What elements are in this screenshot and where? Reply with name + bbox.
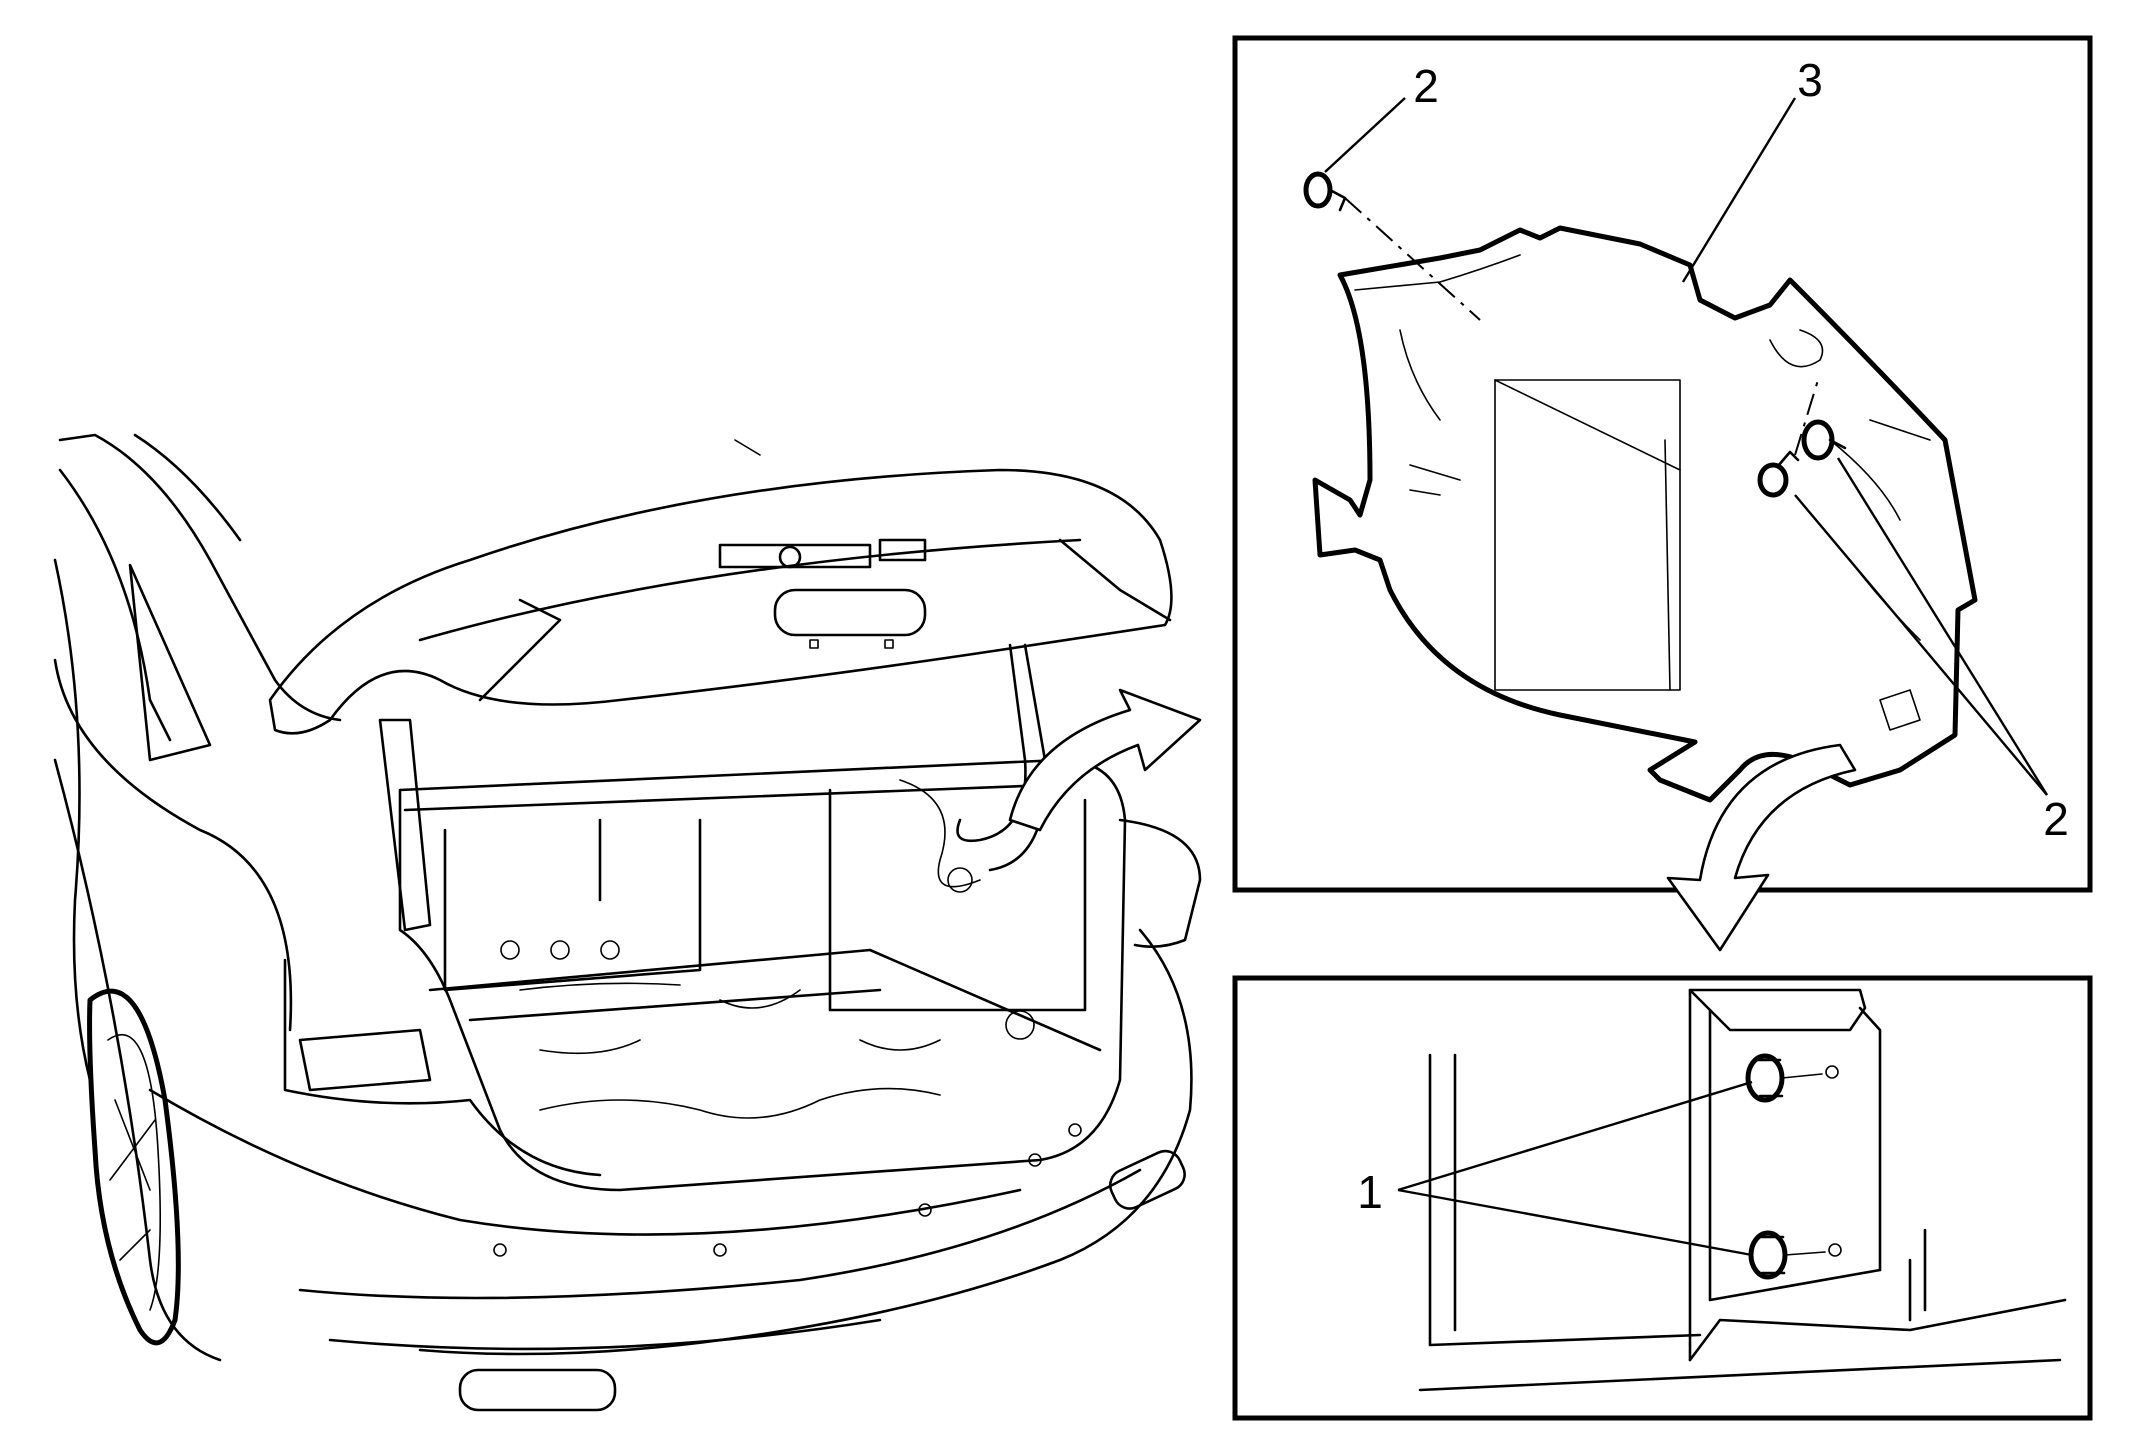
vehicle-rear-view <box>53 433 1202 1412</box>
leader-line-2-a <box>1794 494 2048 796</box>
push-pin-fastener-middle <box>1757 450 1800 498</box>
rear-wheel <box>87 988 181 1346</box>
trunk-compartment <box>398 758 1127 1192</box>
detail-panel-trim: 2 3 2 <box>1232 35 2093 952</box>
leader-line-2-b <box>1836 457 2049 796</box>
retainer-upper <box>1745 1053 1839 1103</box>
alignment-line-right <box>1794 379 1819 456</box>
detail-frame-top <box>1232 35 2093 893</box>
retainer-lower <box>1748 1230 1842 1280</box>
callout-3: 3 <box>1797 54 1823 106</box>
detail-frame-bottom <box>1232 975 2093 1421</box>
inner-quarter-panel <box>1418 988 2067 1392</box>
leader-line-1-lower <box>1397 1188 1753 1257</box>
push-pin-fastener-upper <box>1303 171 1347 212</box>
direction-arrow <box>1008 688 1202 832</box>
detail-panel-retainers: 1 <box>1232 975 2093 1421</box>
callout-2-upper: 2 <box>1413 60 1439 112</box>
leader-line-2-upper <box>1324 97 1406 173</box>
rear-fascia <box>148 818 1202 1412</box>
trunk-side-trim-panel <box>1312 225 1978 803</box>
leader-line-3 <box>1681 97 1797 283</box>
callout-1: 1 <box>1357 1166 1383 1218</box>
transition-arrow <box>1666 743 1857 952</box>
leader-line-1-upper <box>1397 1080 1753 1192</box>
alignment-line-upper <box>1344 197 1481 321</box>
callout-2-lower: 2 <box>2043 793 2069 845</box>
push-pin-fastener-right <box>1801 419 1847 461</box>
deck-lid <box>268 468 1173 932</box>
